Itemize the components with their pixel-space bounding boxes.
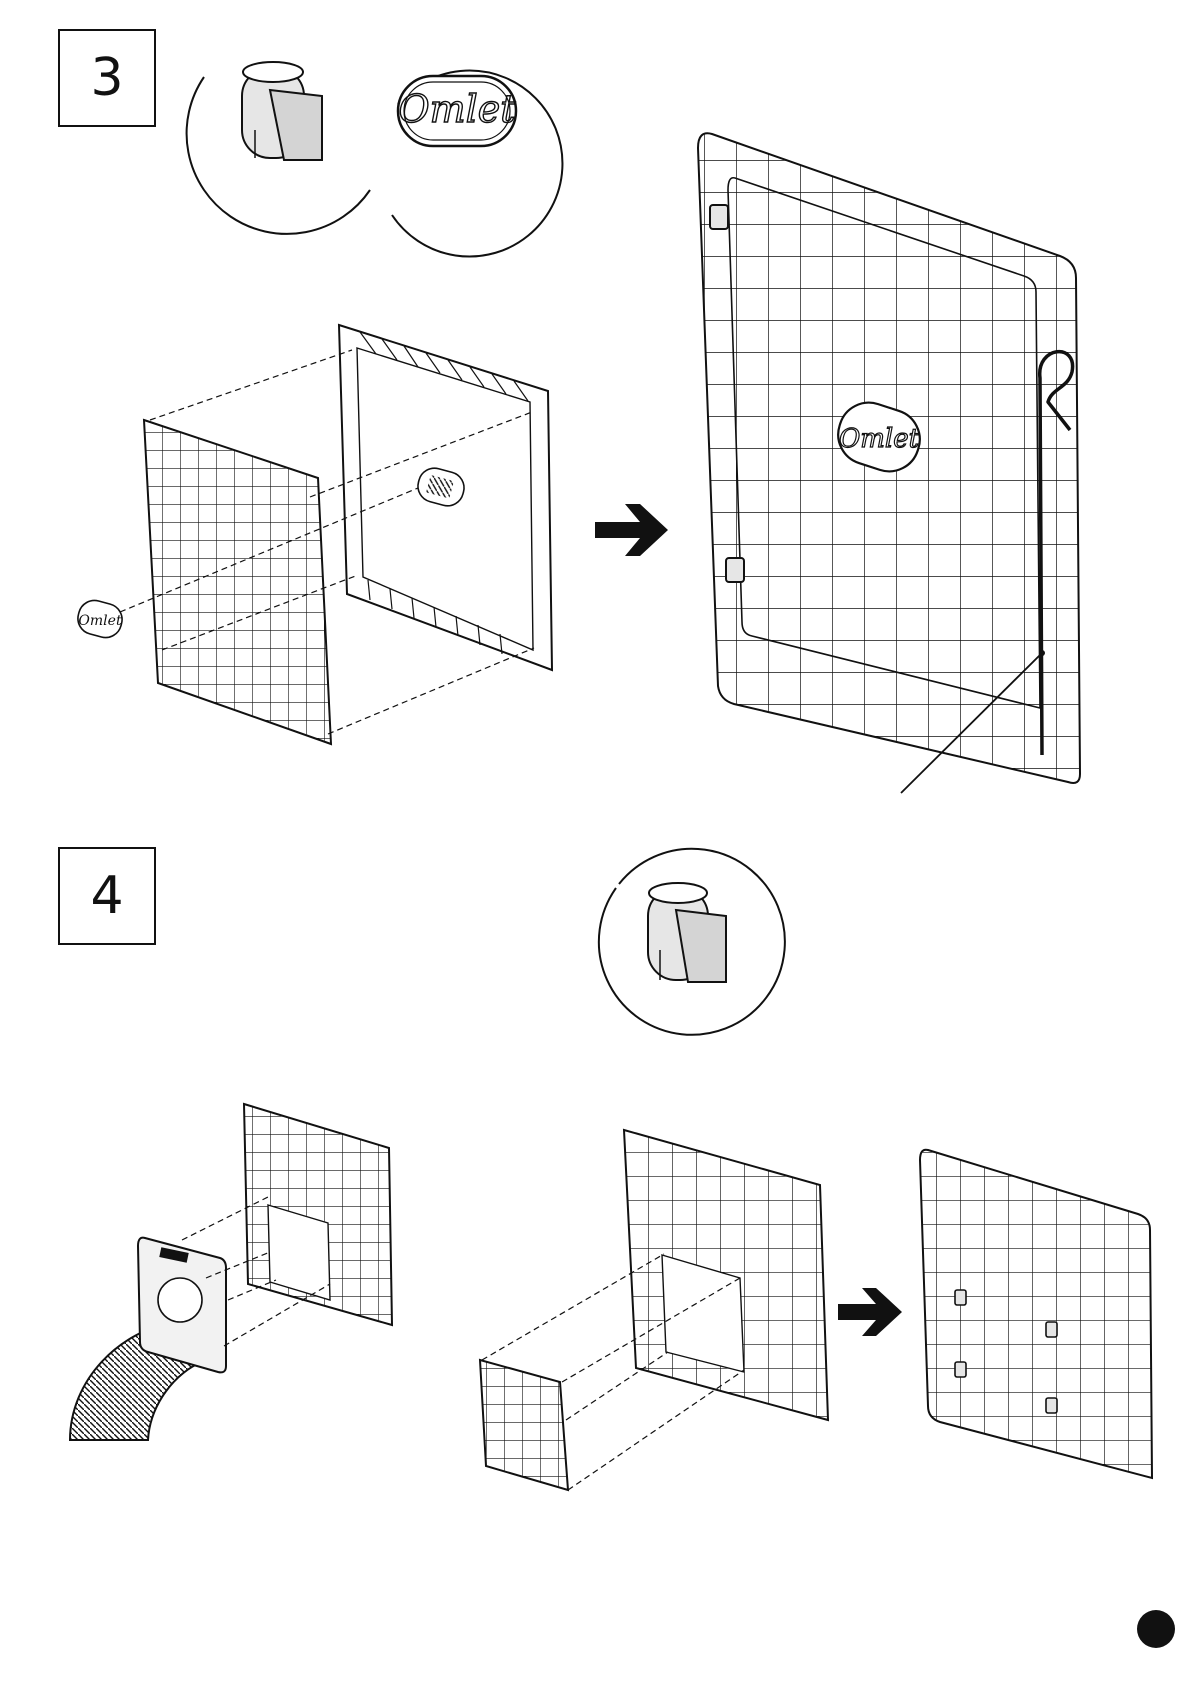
tunnel-frame-panel xyxy=(480,1360,568,1490)
door-logo-text: Omlet xyxy=(839,424,920,454)
clip-icon-step4 xyxy=(648,883,726,982)
assembled-door-panel: Omlet xyxy=(698,133,1080,793)
front-mesh-panel xyxy=(144,420,331,744)
small-logo-plate-left: Omlet xyxy=(74,597,125,641)
clip-detail-circle-step4 xyxy=(599,849,785,1035)
logo-detail-circle: Omlet xyxy=(392,71,562,257)
small-logo-text-left: Omlet xyxy=(78,613,122,629)
assembled-mesh-with-clips xyxy=(920,1150,1152,1478)
tube-adapter-icon xyxy=(70,1238,226,1440)
logo-text: Omlet xyxy=(398,87,516,131)
tube-mesh-panel xyxy=(244,1104,392,1325)
clip-top-left xyxy=(955,1290,966,1305)
tunnel-mesh-panel xyxy=(624,1130,828,1420)
clip-top-right xyxy=(1046,1322,1057,1337)
omlet-logo-plate-icon: Omlet xyxy=(398,76,516,146)
clip-bottom-left xyxy=(955,1362,966,1377)
arrow-right-icon xyxy=(595,504,668,556)
clip-detail-circle xyxy=(187,62,370,234)
clip-icon xyxy=(242,62,322,160)
page-marker-dot xyxy=(1137,1610,1175,1648)
arrow-right-icon-step4 xyxy=(838,1288,902,1336)
clip-bottom-right xyxy=(1046,1398,1057,1413)
